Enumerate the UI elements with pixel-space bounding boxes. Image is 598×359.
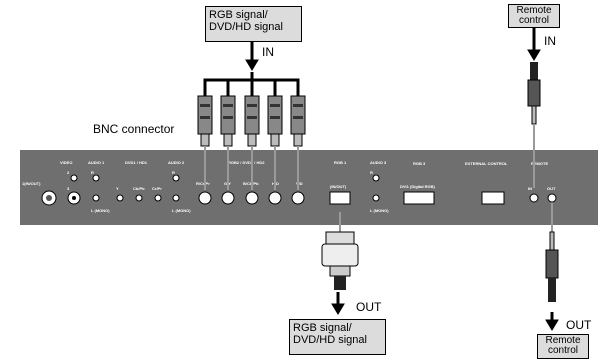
bnc-connector-label: BNC connector bbox=[93, 122, 175, 136]
remote-out-text: OUT bbox=[566, 318, 592, 332]
bnc-plug-g bbox=[220, 95, 236, 190]
connector-bnc-r bbox=[198, 191, 212, 205]
panel-in-out-1-label: 1(IN/OUT) bbox=[22, 181, 41, 186]
rgb-in-label-line2: DVD/HD signal bbox=[209, 21, 283, 33]
connector-y bbox=[116, 194, 124, 202]
connector-cb bbox=[135, 194, 143, 202]
panel-num2-label: 2 bbox=[67, 170, 70, 175]
rgb-out-label-line2: DVD/HD signal bbox=[293, 334, 367, 346]
panel-y-label: Y bbox=[116, 186, 119, 191]
remote-in-label-line2: control bbox=[518, 15, 549, 26]
bnc-plug-b bbox=[244, 95, 260, 190]
panel-vd-label: V/D bbox=[296, 181, 303, 186]
bnc-cable-bundle bbox=[203, 72, 300, 96]
panel-num3-label: 3 bbox=[67, 186, 70, 191]
panel-connectors bbox=[41, 174, 557, 206]
remote-in-text: IN bbox=[544, 34, 556, 48]
remote-in-plug bbox=[527, 62, 541, 188]
rgb-out-arrow bbox=[331, 292, 345, 315]
panel-remote-out-label: OUT bbox=[547, 186, 556, 191]
connector-cr bbox=[154, 194, 162, 202]
panel-l2-label: L (MONO) bbox=[172, 208, 191, 213]
panel-rgb2-label: RGB2 / DVD2 / HD2 bbox=[228, 160, 265, 165]
connector-bnc-h bbox=[268, 191, 282, 205]
panel-l3-label: L (MONO) bbox=[370, 208, 389, 213]
panel-l1-label: L (MONO) bbox=[91, 208, 110, 213]
connector-audio3-r bbox=[372, 174, 380, 182]
rgb-in-text: IN bbox=[262, 45, 274, 59]
remote-out-label-line1: Remote bbox=[545, 335, 581, 346]
panel-rgb3-label: RGB 3 bbox=[413, 161, 426, 166]
remote-out-label-box: Remote control bbox=[537, 334, 589, 359]
connector-audio3-l bbox=[372, 194, 380, 202]
connector-audio1-l bbox=[92, 194, 100, 202]
remote-in-arrow bbox=[527, 28, 541, 61]
connector-dvi bbox=[403, 191, 435, 205]
remote-out-plug bbox=[545, 200, 559, 302]
panel-audio1-label: AUDIO 1 bbox=[88, 160, 105, 165]
dsub-plug bbox=[321, 212, 359, 290]
panel-rgb1-label: RGB 1 bbox=[334, 160, 347, 165]
connector-bnc-b bbox=[245, 191, 259, 205]
panel-remote-in-label: IN bbox=[528, 186, 532, 191]
panel-remote-label: REMOTE bbox=[531, 161, 549, 166]
panel-audio3-label: AUDIO 3 bbox=[370, 160, 387, 165]
connector-bnc-g bbox=[221, 191, 235, 205]
rgb-out-label-line1: RGB signal/ bbox=[293, 322, 352, 334]
panel-cr-pr-label: Cr/Pr bbox=[152, 186, 162, 191]
remote-in-label-box: Remote control bbox=[508, 4, 560, 28]
connector-audio2-l bbox=[172, 194, 180, 202]
connector-remote-out bbox=[547, 193, 557, 203]
panel-dvd-hd1-label: DVD1 / HD1 bbox=[125, 160, 148, 165]
connector-external-control bbox=[481, 191, 505, 205]
bnc-plug-r bbox=[197, 95, 213, 190]
rgb-in-label-line1: RGB signal/ bbox=[209, 9, 268, 21]
rgb-out-text: OUT bbox=[356, 300, 382, 314]
connector-audio2-r bbox=[172, 174, 180, 182]
rgb-out-label-box: RGB signal/ DVD/HD signal bbox=[289, 319, 386, 355]
bnc-plug-v bbox=[290, 95, 306, 190]
connector-bnc-v bbox=[291, 191, 305, 205]
panel-rc-pr-label: R/Cr/Pr bbox=[196, 181, 210, 186]
connector-audio1-r bbox=[92, 174, 100, 182]
panel-dvi1-label: DVI1 (Digital RGB) bbox=[400, 184, 435, 189]
remote-out-label-line2: control bbox=[547, 345, 578, 356]
panel-external-control-label: EXTERNAL CONTROL bbox=[465, 161, 508, 166]
panel-bcb-pb-label: B/Cb/Pb bbox=[243, 181, 259, 186]
panel-r3-label: R bbox=[370, 170, 373, 175]
rgb-in-label-box: RGB signal/ DVD/HD signal bbox=[205, 6, 302, 42]
back-panel bbox=[20, 150, 598, 225]
connector-rgb1-dsub bbox=[329, 191, 351, 205]
remote-out-arrow bbox=[545, 312, 559, 331]
bnc-plug-h bbox=[267, 95, 283, 190]
panel-cb-pb-label: Cb/Pb bbox=[133, 186, 145, 191]
panel-r1-label: R bbox=[91, 170, 94, 175]
remote-in-label-line1: Remote bbox=[516, 5, 552, 16]
connector-remote-in bbox=[529, 193, 539, 203]
rgb-in-arrow bbox=[245, 42, 259, 71]
panel-video-label: VIDEO bbox=[60, 160, 73, 165]
panel-r2-label: R bbox=[172, 170, 175, 175]
panel-rgb1-inout-label: (IN/OUT) bbox=[330, 184, 347, 189]
connector-video2 bbox=[70, 174, 78, 182]
panel-audio2-label: AUDIO 2 bbox=[168, 160, 185, 165]
